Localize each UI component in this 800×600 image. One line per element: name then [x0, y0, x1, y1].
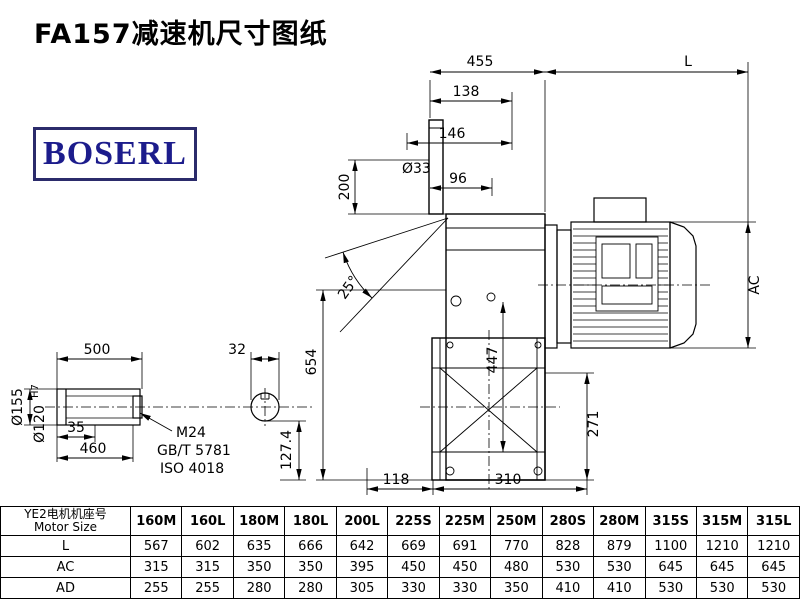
motor-size-column: 315M [695, 506, 749, 536]
dim-value: 770 [490, 535, 543, 557]
dim-32: 32 [228, 342, 246, 358]
gearbox-details [429, 127, 545, 480]
dim-value: 828 [541, 535, 595, 557]
dim-146: 146 [439, 126, 466, 142]
terminal-box [593, 197, 647, 223]
dim-96: 96 [449, 171, 467, 187]
page-title: FA157减速机尺寸图纸 [34, 19, 328, 50]
dim-447: 447 [485, 347, 501, 374]
motor-size-column: 250M [490, 506, 543, 536]
dim-value: 410 [593, 577, 646, 599]
dim-value: 480 [490, 556, 543, 578]
dim-value: 280 [232, 577, 286, 599]
dim-654: 654 [304, 349, 320, 376]
dim-value: 255 [181, 577, 234, 599]
dim-value: 530 [747, 577, 800, 599]
dim-value: 645 [747, 556, 800, 578]
dim-value: 530 [695, 577, 749, 599]
motor-size-column: 225M [438, 506, 492, 536]
dim-138: 138 [453, 84, 480, 100]
label-standard-iso: ISO 4018 [160, 461, 224, 477]
dim-value: 280 [284, 577, 337, 599]
dim-200: 200 [337, 174, 353, 201]
dim-460: 460 [80, 441, 107, 457]
dim-value: 330 [387, 577, 440, 599]
technical-drawing: 455 L 138 146 96 Ø33 200 25° 654 447 AC … [10, 54, 763, 495]
dim-angle-25: 25° [335, 273, 362, 303]
label-standard-gbt: GB/T 5781 [157, 443, 231, 459]
motor-size-column: 160M [129, 506, 183, 536]
dim-value: 315 [181, 556, 234, 578]
motor-size-column: 315S [644, 506, 697, 536]
dim-value: 645 [644, 556, 697, 578]
dim-35: 35 [67, 420, 85, 436]
dim-500: 500 [84, 342, 111, 358]
dim-value: 635 [232, 535, 286, 557]
dim-value: 395 [335, 556, 389, 578]
dim-value: 1210 [695, 535, 749, 557]
dim-dia155: Ø155 [10, 388, 26, 426]
dim-118: 118 [383, 472, 410, 488]
row-label: AC [0, 556, 131, 578]
dim-455: 455 [467, 54, 494, 70]
dim-127-4: 127.4 [279, 430, 295, 470]
dim-310: 310 [495, 472, 522, 488]
motor-size-column: 180M [232, 506, 286, 536]
dim-dia33: Ø33 [402, 161, 431, 177]
gearbox-outline [428, 119, 546, 481]
dimension-lines [27, 69, 751, 492]
dim-value: 642 [335, 535, 389, 557]
dim-value: 602 [181, 535, 234, 557]
centerlines [45, 284, 712, 492]
motor-stator-box [595, 236, 659, 312]
dim-value: 450 [438, 556, 492, 578]
row-label: AD [0, 577, 131, 599]
dim-value: 315 [129, 556, 183, 578]
motor-size-column: 160L [181, 506, 234, 536]
dim-L: L [684, 54, 692, 70]
motor-size-column: 280S [541, 506, 595, 536]
dim-AC: AC [747, 275, 763, 294]
dim-value: 666 [284, 535, 337, 557]
dimension-texts: 455 L 138 146 96 Ø33 200 25° 654 447 AC … [10, 54, 763, 488]
motor-size-column: 225S [387, 506, 440, 536]
dim-value: 350 [284, 556, 337, 578]
dim-value: 255 [129, 577, 183, 599]
dim-value: 350 [232, 556, 286, 578]
label-thread-m24: M24 [176, 425, 206, 441]
dim-271: 271 [586, 411, 602, 438]
row-label: L [0, 535, 131, 557]
dim-value: 410 [541, 577, 595, 599]
dim-value: 450 [387, 556, 440, 578]
dim-value: 567 [129, 535, 183, 557]
boserl-logo-text: BOSERL [43, 135, 187, 172]
dim-value: 879 [593, 535, 646, 557]
dim-dia120-tolerance: H7 [30, 384, 41, 398]
dim-value: 1210 [747, 535, 800, 557]
dim-value: 330 [438, 577, 492, 599]
dim-value: 350 [490, 577, 543, 599]
dim-value: 530 [541, 556, 595, 578]
dim-value: 1100 [644, 535, 697, 557]
motor-size-column: 180L [284, 506, 337, 536]
dim-value: 530 [593, 556, 646, 578]
dim-dia120: Ø120 [32, 405, 48, 443]
dim-value: 305 [335, 577, 389, 599]
motor-size-column: 280M [593, 506, 646, 536]
dim-value: 530 [644, 577, 697, 599]
dim-value: 645 [695, 556, 749, 578]
motor-size-column: 200L [335, 506, 389, 536]
motor-size-column: 315L [747, 506, 800, 536]
dim-value: 669 [387, 535, 440, 557]
boserl-logo: BOSERL [33, 127, 197, 181]
dim-value: 691 [438, 535, 492, 557]
